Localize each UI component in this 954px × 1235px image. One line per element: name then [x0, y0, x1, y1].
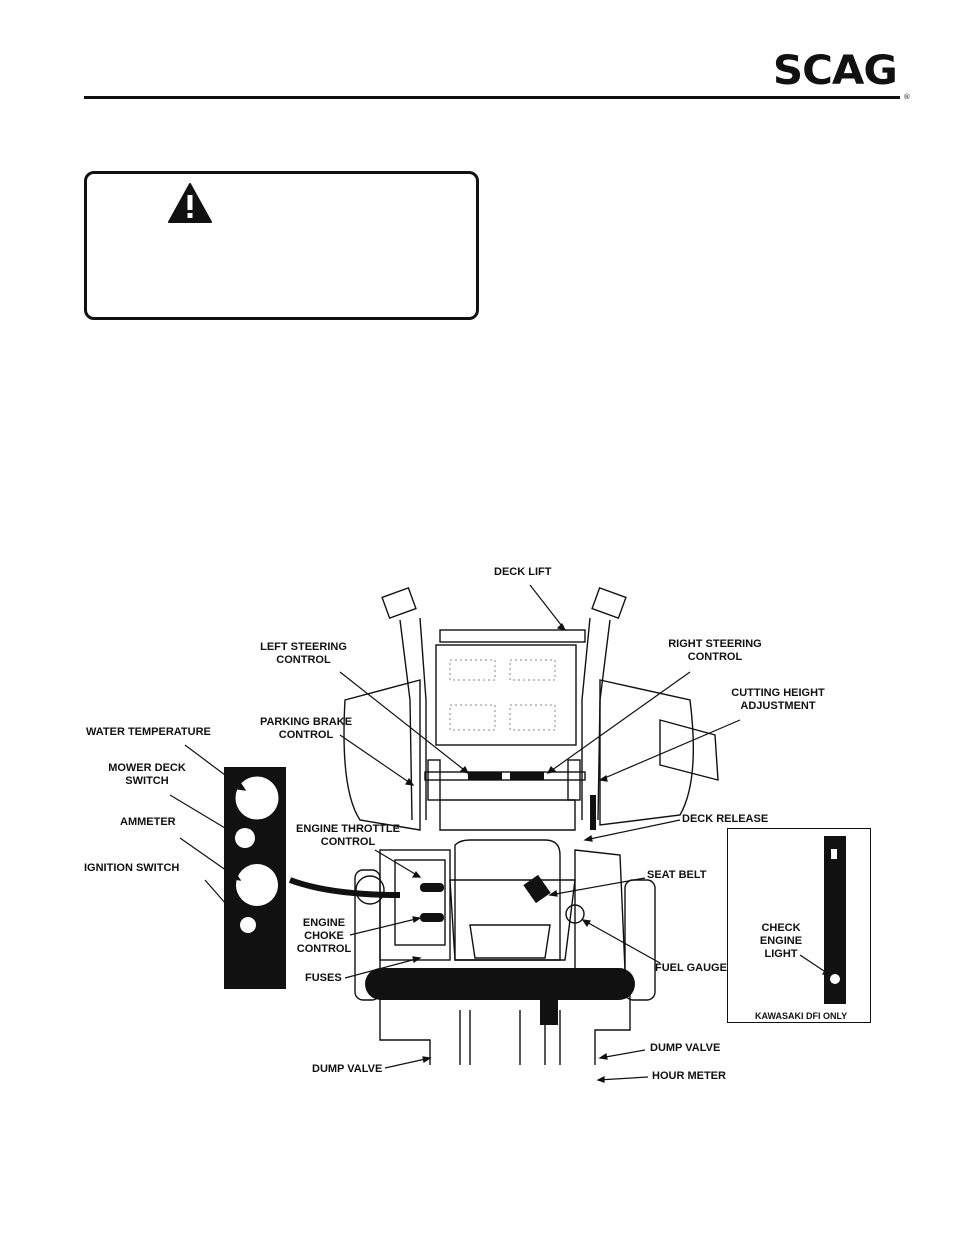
scag-logo: SCAG ® [772, 48, 911, 101]
check-engine-panel-drawing [824, 836, 846, 1004]
label-choke-line1: ENGINE [302, 917, 346, 929]
label-throttle-line1: ENGINE THROTTLE [296, 823, 400, 835]
kawasaki-dfi-inset [727, 828, 871, 1023]
label-mower-deck-line2: SWITCH [125, 775, 169, 787]
label-mower-deck-switch: MOWER DECK SWITCH [104, 762, 190, 788]
label-deck-release: DECK RELEASE [682, 813, 769, 825]
label-right-steering: RIGHT STEERING CONTROL [664, 638, 766, 664]
label-choke-line2: CHOKE [304, 930, 344, 942]
label-check-line3: LIGHT [764, 948, 798, 960]
label-left-steering: LEFT STEERING CONTROL [256, 641, 351, 667]
label-check-line2: ENGINE [759, 935, 803, 947]
label-ignition-switch: IGNITION SWITCH [84, 862, 180, 874]
label-right-steering-line1: RIGHT STEERING [668, 638, 762, 650]
label-dump-valve-right: DUMP VALVE [650, 1042, 721, 1054]
label-engine-choke: ENGINE CHOKE CONTROL [294, 917, 354, 956]
brand-name: SCAG [772, 48, 898, 94]
label-choke-line3: CONTROL [296, 943, 352, 955]
label-ammeter: AMMETER [120, 816, 176, 828]
label-left-steering-line1: LEFT STEERING [260, 641, 347, 653]
label-left-steering-line2: CONTROL [276, 654, 331, 666]
label-check-engine-light: CHECK ENGINE LIGHT [755, 922, 807, 961]
registered-mark: ® [903, 93, 910, 101]
label-mower-deck-line1: MOWER DECK [108, 762, 186, 774]
label-water-temperature: WATER TEMPERATURE [86, 726, 211, 738]
label-engine-throttle: ENGINE THROTTLE CONTROL [294, 823, 402, 849]
label-throttle-line2: CONTROL [320, 836, 376, 848]
label-parking-brake-line2: CONTROL [278, 729, 334, 741]
label-cutting-height: CUTTING HEIGHT ADJUSTMENT [726, 687, 830, 713]
label-cutting-height-line2: ADJUSTMENT [740, 700, 816, 712]
label-hour-meter: HOUR METER [652, 1070, 726, 1082]
header-rule [84, 96, 900, 99]
label-parking-brake-line1: PARKING BRAKE [259, 716, 353, 728]
label-seat-belt: SEAT BELT [647, 869, 707, 881]
label-right-steering-line2: CONTROL [687, 651, 743, 663]
label-parking-brake: PARKING BRAKE CONTROL [256, 716, 356, 742]
label-check-line1: CHECK [761, 922, 801, 934]
label-fuel-gauge: FUEL GAUGE [655, 962, 727, 974]
label-deck-lift: DECK LIFT [494, 566, 552, 578]
label-fuses: FUSES [305, 972, 342, 984]
label-dump-valve-left: DUMP VALVE [312, 1063, 383, 1075]
warning-box [84, 171, 479, 320]
label-cutting-height-line1: CUTTING HEIGHT [731, 687, 825, 699]
label-kawasaki-dfi-only: KAWASAKI DFI ONLY [755, 1011, 848, 1021]
warning-triangle-icon [168, 183, 212, 223]
